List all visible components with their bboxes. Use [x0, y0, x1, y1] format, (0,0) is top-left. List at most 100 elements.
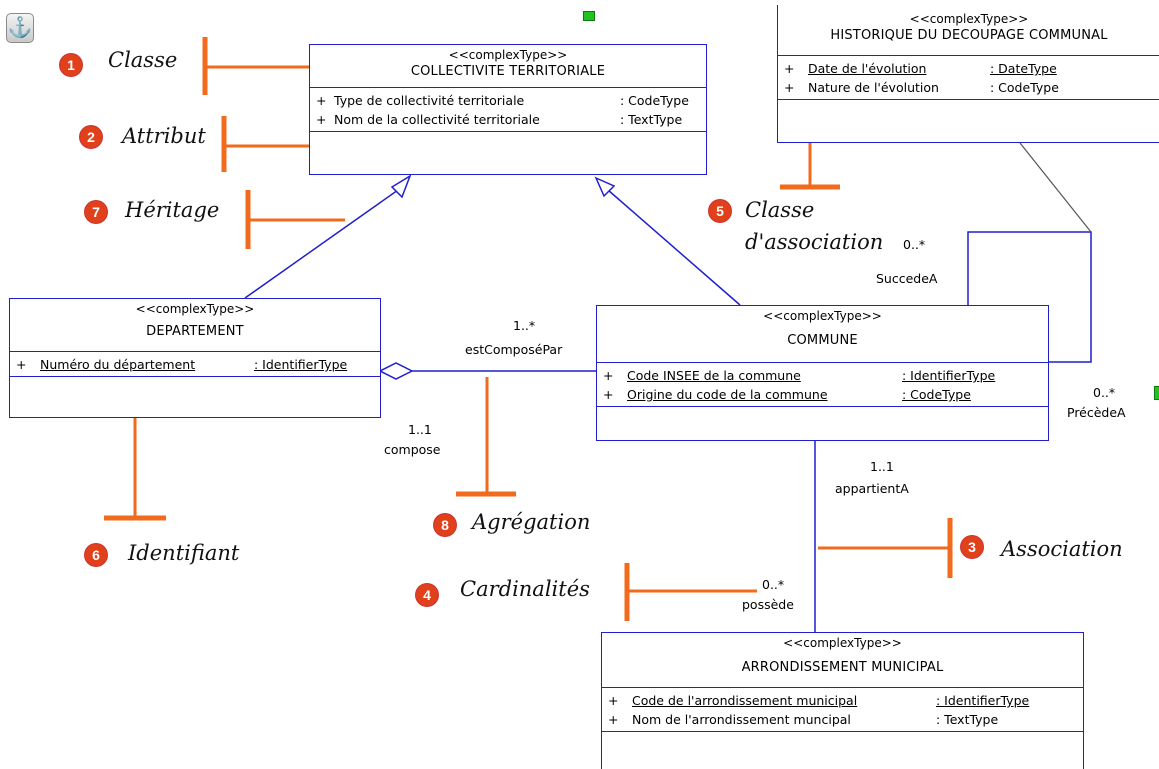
class-header: <<complexType>> HISTORIQUE DU DECOUPAGE …	[778, 5, 1159, 56]
visibility-marker: +	[784, 80, 795, 95]
annotation-label: Classe	[108, 48, 178, 72]
attribute-row[interactable]: + Code INSEE de la commune : IdentifierT…	[597, 366, 1048, 385]
stereotype-label: <<complexType>>	[448, 48, 568, 62]
attribute-row[interactable]: + Origine du code de la commune : CodeTy…	[597, 385, 1048, 404]
annotation-number: 1	[60, 54, 82, 76]
visibility-marker: +	[603, 368, 614, 383]
visibility-marker: +	[16, 357, 27, 372]
attribute-name: Nom de la collectivité territoriale	[334, 112, 540, 127]
annotation-label: Association	[1001, 537, 1123, 561]
annotation-number: 3	[961, 536, 983, 558]
visibility-marker: +	[784, 61, 795, 76]
visibility-marker: +	[316, 112, 327, 127]
attribute-list: + Code de l'arrondissement municipal : I…	[602, 688, 1083, 732]
annotation-number: 8	[434, 514, 456, 536]
inheritance-commune[interactable]	[594, 176, 741, 306]
attribute-row[interactable]: + Nom de la collectivité territoriale : …	[310, 110, 706, 129]
attribute-type: : DateType	[990, 61, 1057, 76]
attribute-name: Numéro du département	[40, 357, 196, 372]
class-header: <<complexType>> COLLECTIVITE TERRITORIAL…	[310, 45, 706, 88]
inheritance-departement[interactable]	[244, 174, 412, 299]
role-label: compose	[384, 442, 441, 457]
anchor-icon: ⚓	[7, 17, 33, 39]
class-header: <<complexType>> ARRONDISSEMENT MUNICIPAL	[602, 633, 1083, 688]
class-name: DEPARTEMENT	[146, 324, 244, 339]
annotation-number: 7	[85, 201, 107, 223]
attribute-row[interactable]: + Numéro du département : IdentifierType	[10, 355, 380, 374]
annotation-label: Classe	[745, 198, 815, 222]
attribute-name: Nom de l'arrondissement muncipal	[632, 712, 851, 727]
class-historique-decoupage-communal[interactable]: <<complexType>> HISTORIQUE DU DECOUPAGE …	[777, 5, 1159, 143]
annotation-number: 4	[416, 584, 438, 606]
annotation-label-line2: d'association	[745, 230, 884, 254]
attribute-name: Code INSEE de la commune	[627, 368, 801, 383]
attribute-type: : IdentifierType	[936, 693, 1030, 708]
class-collectivite-territoriale[interactable]: <<complexType>> COLLECTIVITE TERRITORIAL…	[309, 44, 707, 175]
attribute-row[interactable]: + Type de collectivité territoriale : Co…	[310, 91, 706, 110]
attribute-name: Origine du code de la commune	[627, 387, 828, 402]
attribute-list: + Date de l'évolution : DateType + Natur…	[778, 56, 1159, 100]
attribute-row[interactable]: + Date de l'évolution : DateType	[778, 59, 1159, 78]
multiplicity-label: 1..*	[513, 318, 536, 333]
class-arrondissement-municipal[interactable]: <<complexType>> ARRONDISSEMENT MUNICIPAL…	[601, 632, 1084, 769]
stereotype-label: <<complexType>>	[783, 636, 902, 650]
multiplicity-label: 0..*	[762, 577, 785, 592]
role-label: possède	[742, 597, 794, 612]
annotation-number: 5	[709, 200, 731, 222]
attribute-type: : TextType	[620, 112, 683, 127]
role-label: PrécèdeA	[1067, 405, 1126, 420]
operations-compartment	[597, 407, 1048, 423]
attribute-name: Type de collectivité territoriale	[334, 93, 525, 108]
annotation-label: Cardinalités	[460, 577, 590, 601]
attribute-name: Date de l'évolution	[808, 61, 927, 76]
role-label: appartientA	[835, 481, 909, 496]
visibility-marker: +	[608, 712, 619, 727]
annotation-markers	[104, 37, 953, 621]
visibility-marker: +	[603, 387, 614, 402]
role-label: SuccedeA	[876, 271, 938, 286]
stereotype-label: <<complexType>>	[763, 309, 882, 323]
multiplicity-label: 1..1	[408, 422, 432, 437]
class-name: COMMUNE	[787, 333, 858, 348]
class-name: ARRONDISSEMENT MUNICIPAL	[741, 660, 944, 675]
annotation-number: 6	[85, 544, 107, 566]
class-header: <<complexType>> COMMUNE	[597, 306, 1048, 363]
class-departement[interactable]: <<complexType>> DEPARTEMENT + Numéro du …	[9, 298, 381, 418]
role-label: estComposéPar	[465, 342, 563, 357]
class-commune[interactable]: <<complexType>> COMMUNE + Code INSEE de …	[596, 305, 1049, 441]
annotation-label: Héritage	[125, 198, 220, 222]
stereotype-label: <<complexType>>	[909, 12, 1029, 26]
aggregation-link[interactable]	[378, 362, 597, 380]
attribute-list: + Code INSEE de la commune : IdentifierT…	[597, 363, 1048, 407]
attribute-name: Code de l'arrondissement municipal	[632, 693, 858, 708]
anchor-button[interactable]: ⚓	[6, 13, 34, 43]
visibility-marker: +	[316, 93, 327, 108]
attribute-type: : CodeType	[902, 387, 971, 402]
attribute-list: + Type de collectivité territoriale : Co…	[310, 88, 706, 132]
multiplicity-label: 1..1	[870, 459, 894, 474]
attribute-row[interactable]: + Nature de l'évolution : CodeType	[778, 78, 1159, 97]
selection-handle[interactable]	[1154, 386, 1159, 400]
operations-compartment	[10, 377, 380, 393]
operations-compartment	[310, 132, 706, 148]
multiplicity-label: 0..*	[903, 237, 926, 252]
attribute-type: : CodeType	[620, 93, 689, 108]
annotation-label: Attribut	[122, 124, 206, 148]
class-name: HISTORIQUE DU DECOUPAGE COMMUNAL	[830, 28, 1108, 43]
stereotype-label: <<complexType>>	[135, 302, 255, 316]
class-header: <<complexType>> DEPARTEMENT	[10, 299, 380, 352]
attribute-type: : IdentifierType	[254, 357, 348, 372]
attribute-type: : CodeType	[990, 80, 1059, 95]
visibility-marker: +	[608, 693, 619, 708]
attribute-row[interactable]: + Nom de l'arrondissement muncipal : Tex…	[602, 710, 1083, 729]
multiplicity-label: 0..*	[1093, 385, 1116, 400]
attribute-row[interactable]: + Code de l'arrondissement municipal : I…	[602, 691, 1083, 710]
attribute-type: : IdentifierType	[902, 368, 996, 383]
selection-handle[interactable]	[583, 11, 595, 21]
annotation-number: 2	[80, 126, 102, 148]
annotation-label: Agrégation	[472, 510, 591, 534]
attribute-list: + Numéro du département : IdentifierType	[10, 352, 380, 377]
association-class-link[interactable]	[1019, 142, 1092, 233]
annotation-label: Identifiant	[128, 541, 240, 565]
